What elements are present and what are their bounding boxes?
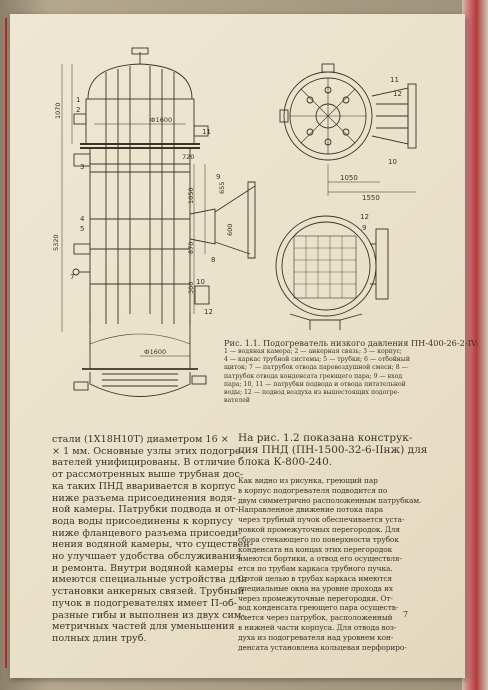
body-line: в нижней части корпуса. Для отвода воз- (238, 622, 397, 632)
dim-870: 870 (187, 242, 195, 254)
body-line: Как видно из рисунка, греющий пар (238, 476, 378, 485)
page-number: 7 (403, 610, 409, 619)
book-spine (462, 0, 488, 690)
caption-line: патрубок отвода конденсата греющего пара… (224, 372, 403, 380)
figure-caption: Рис. 1.1. Подогреватель низкого давления… (224, 338, 479, 405)
text-line: вателей унифицированы. В отличие (52, 457, 236, 469)
section-view-labels: 12 9 (360, 213, 369, 232)
part-8: 8 (211, 256, 215, 264)
part-7: 7 (70, 273, 74, 281)
body-line: через промежуточные перегородки. От- (238, 593, 393, 603)
caption-line: пара; 10, 11 — патрубки подвода и отвода… (224, 380, 406, 388)
body-line: духа из подогревателя над уровнем кон- (238, 632, 394, 642)
lead-line: На рис. 1.2 показана конструк- (238, 432, 413, 444)
heater-drawing: 1070 5320 Ф1600 1050 870 300 655 600 720… (52, 47, 417, 332)
part-2: 2 (76, 106, 80, 114)
body-line: специальные окна на уровне прохода их (238, 583, 393, 593)
vessel-section-view (275, 215, 389, 330)
text-line: установки анкерных связей. Трубный (52, 586, 245, 598)
caption-line: вателей (224, 397, 250, 405)
dim-300: 300 (187, 282, 195, 294)
body-line: вод конденсата греющего пара осуществ- (238, 603, 399, 613)
dim-1070: 1070 (54, 102, 62, 119)
part-12-top: 12 (393, 90, 402, 98)
text-line: × 1 мм. Основные узлы этих подогре- (52, 445, 244, 457)
book-page: 1070 5320 Ф1600 1050 870 300 655 600 720… (10, 14, 479, 678)
vessel-lower-drawing: Ф1600 (73, 314, 207, 397)
caption-line: 4 — каркас трубной системы; 5 — трубки; … (224, 356, 410, 364)
right-text-column: На рис. 1.2 показана конструк- ция ПНД (… (238, 432, 428, 652)
body-line: конденсата на концах этих перегородок (238, 544, 393, 554)
text-line: ниже разъема присоединения водя- (52, 492, 236, 504)
text-line: ной камеры. Патрубки подвода и от- (52, 504, 239, 516)
caption-line: воды; 12 — подвод воздуха из вышестоящих… (224, 389, 400, 397)
dim-1050: 1050 (187, 187, 195, 204)
lead-line: блока К-800-240. (238, 456, 333, 468)
body-line: С этой целью в трубах каркаса имеются (238, 573, 392, 583)
cover-edge-line (5, 18, 7, 668)
dim-d1600-bottom: Ф1600 (144, 348, 166, 356)
part-11-top: 11 (390, 76, 399, 84)
text-line: ка таких ПНД вваривается в корпус (52, 480, 236, 492)
part-10: 10 (196, 278, 205, 286)
part-9: 9 (216, 173, 220, 181)
caption-title: Рис. 1.1. Подогреватель низкого давления… (224, 338, 479, 348)
body-line: сбора стекающего по поверхности трубок (238, 534, 399, 544)
part-1: 1 (76, 96, 80, 104)
part-12: 12 (204, 308, 213, 316)
text-line: имеются специальные устройства для (52, 574, 248, 586)
left-text-column: стали (1Х18Н10Т) диаметром 16 × × 1 мм. … (52, 434, 253, 645)
part-12-section: 12 (360, 213, 369, 221)
top-view-labels: 1050 1550 11 12 10 (340, 76, 402, 202)
body-line: новкой промежуточных перегородок. Для (238, 524, 400, 534)
caption-line: 1 — водяная камера; 2 — анкерная связь; … (224, 348, 403, 355)
part-10-top: 10 (388, 158, 397, 166)
caption-line: щиток; 7 — патрубок отвода паровоздушной… (224, 364, 408, 372)
part-4: 4 (80, 215, 85, 223)
text-line: но улучшает удобства обслуживания (52, 551, 242, 563)
part-5: 5 (80, 225, 84, 233)
text-line: пучок в подогревателях имеет П-об- (52, 597, 238, 609)
text-line: нения водяной камеры, что существен- (52, 539, 253, 551)
text-line: полных длин труб. (52, 632, 147, 644)
dim-d1600-top: Ф1600 (150, 116, 172, 124)
text-line: от рассмотренных выше трубная дос- (52, 469, 244, 481)
body-line: в корпус подогревателя подводится по (238, 485, 388, 495)
text-line: метричных частей для уменьшения (52, 621, 235, 633)
part-9-section: 9 (362, 224, 366, 232)
text-line: ниже фланцевого разъема присоеди- (52, 527, 242, 539)
text-line: разные гибы и выполнен из двух сим- (52, 609, 245, 621)
dimension-lines (61, 64, 206, 332)
body-line: Направленное движение потока пара (238, 505, 384, 515)
dim-1550-top: 1550 (362, 194, 380, 202)
dim-5320: 5320 (52, 234, 60, 251)
body-line: денсата установлена кольцевая перфориро- (238, 642, 407, 652)
dim-720: 720 (182, 153, 194, 161)
body-line: ляется через патрубок, расположенный (238, 613, 393, 623)
dimension-labels: 1070 5320 Ф1600 1050 870 300 655 600 720 (52, 102, 234, 294)
body-line: ется по трубам каркаса трубного пучка. (238, 564, 393, 574)
vessel-side-view (72, 47, 256, 324)
text-line: и ремонта. Внутри водяной камеры (52, 562, 234, 574)
text-line: стали (1Х18Н10Т) диаметром 16 × (52, 434, 229, 445)
dim-600: 600 (226, 224, 234, 236)
vessel-top-view (279, 63, 417, 196)
body-line: имеются бортики, а отвод его осуществля- (238, 554, 402, 564)
part-numbers-left: 1 2 3 4 5 7 8 9 10 11 12 (70, 96, 220, 316)
dim-655: 655 (218, 182, 226, 194)
part-11: 11 (202, 128, 211, 136)
body-line: через трубный пучок обеспечивается уста- (238, 515, 405, 525)
body-line: двум симметрично расположенным патрубкам… (238, 495, 422, 505)
text-line: вода воды присоединены к корпусу (52, 515, 233, 527)
lead-line: ция ПНД (ПН-1500-32-6-IIнж) для (238, 444, 428, 456)
dim-1050-top: 1050 (340, 174, 358, 182)
part-3: 3 (80, 163, 84, 171)
